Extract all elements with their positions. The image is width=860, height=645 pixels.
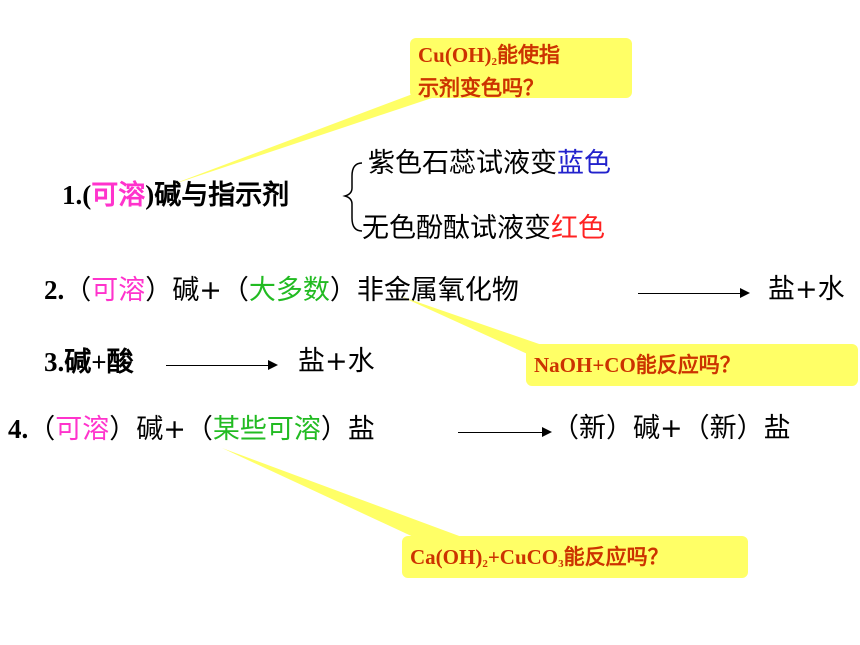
row-2-arrow — [638, 288, 750, 298]
callout-pointer-3 — [222, 448, 470, 540]
row-1-branch-top: 紫色石蕊试液变蓝色 — [368, 148, 611, 179]
row-4-reaction: 4.（可溶）碱+（某些可溶）盐 — [8, 414, 375, 445]
row-4-arrow — [458, 427, 552, 437]
callout-pointer-2 — [400, 296, 545, 362]
row-3-arrow — [166, 360, 278, 370]
row-3-product: 盐+水 — [298, 346, 375, 377]
row-2-reaction: 2.（可溶）碱+（大多数）非金属氧化物 — [44, 275, 519, 306]
row-2-product: 盐+水 — [768, 274, 845, 305]
row-1-branch-bottom: 无色酚酞试液变红色 — [362, 213, 605, 244]
row-4-product: （新）碱+（新）盐 — [552, 413, 791, 444]
row-3-reaction: 3.碱+酸 — [44, 347, 134, 377]
callout-naoh-co-question: NaOH+CO能反应吗？ — [526, 344, 858, 386]
brace — [342, 162, 363, 232]
callout-indicator-question: Cu(OH)2能使指 示剂变色吗？ — [410, 38, 632, 100]
callout-pointer-1 — [168, 92, 450, 186]
callout-caoh2-cuco3-question: Ca(OH)2+CuCO3能反应吗？ — [402, 536, 748, 578]
row-1-label: 1.(可溶)碱与指示剂 — [62, 180, 290, 210]
